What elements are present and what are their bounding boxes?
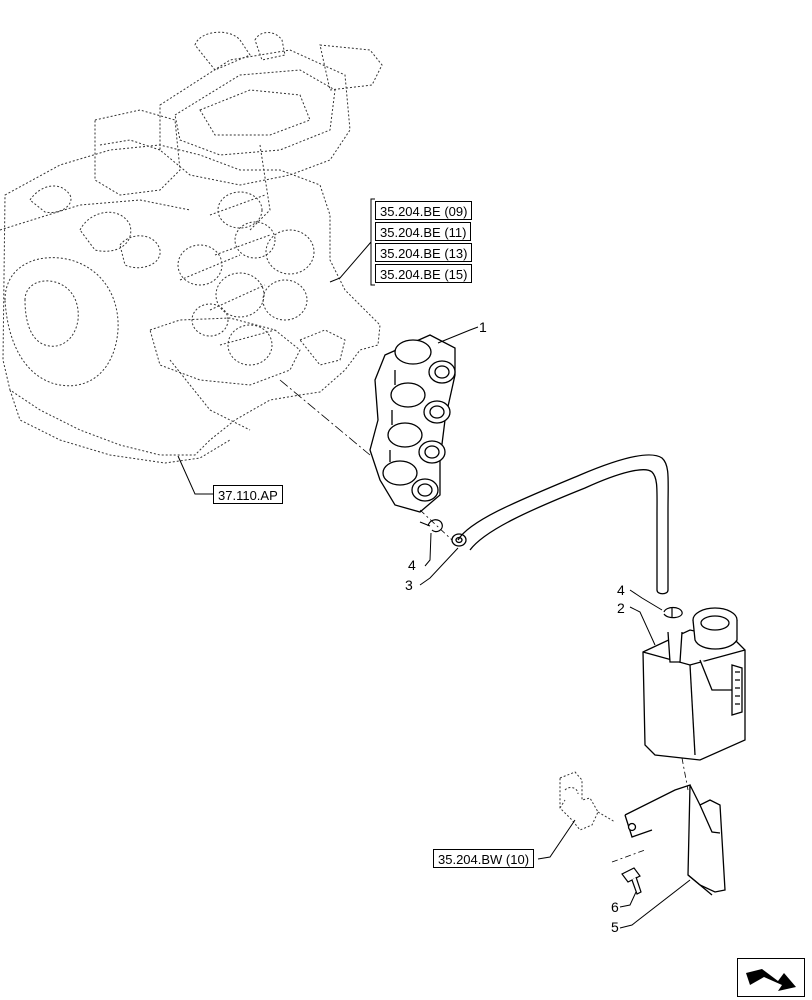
housing-couplers	[177, 191, 315, 366]
callout-5: 5	[611, 919, 619, 935]
mounting-bracket-part	[624, 784, 726, 896]
ref-35-204-be-13[interactable]: 35.204.BE (13)	[375, 243, 473, 262]
hose-clip-part	[419, 519, 443, 533]
callout-1-leader	[437, 326, 479, 344]
callout-4b-leader	[629, 589, 663, 611]
callout-3: 3	[405, 577, 413, 593]
ref-35-204-be-11[interactable]: 35.204.BE (11)	[375, 222, 472, 241]
ref-37-110-ap[interactable]: 37.110.AP	[213, 485, 283, 504]
alignment-line-3	[681, 757, 689, 791]
bw-ref-leader	[537, 819, 576, 860]
transmission-housing	[0, 31, 383, 464]
callout-6-leader	[619, 891, 637, 908]
callout-4a-leader	[424, 532, 432, 567]
alignment-line-4	[611, 849, 646, 863]
support-bracket-reference	[559, 771, 616, 831]
callout-1: 1	[479, 319, 487, 335]
callout-4-clip: 4	[408, 557, 416, 573]
ref-35-204-be-09[interactable]: 35.204.BE (09)	[375, 201, 473, 220]
drain-hose-part	[451, 454, 669, 595]
next-page-button[interactable]	[737, 958, 805, 997]
ref-35-204-bw-10[interactable]: 35.204.BW (10)	[433, 849, 535, 868]
callout-2-leader	[629, 606, 656, 646]
callout-4-reservoir-clip: 4	[617, 582, 625, 598]
reservoir-clip-part	[663, 606, 683, 619]
callout-5-leader	[619, 879, 691, 929]
reservoir-part	[642, 607, 746, 761]
ref-35-204-be-15[interactable]: 35.204.BE (15)	[375, 264, 473, 283]
next-page-arrow-icon	[746, 969, 796, 991]
be-ref-leader	[329, 198, 375, 286]
callout-2: 2	[617, 600, 625, 616]
callout-3-leader	[419, 547, 459, 586]
alignment-line-2	[419, 509, 453, 541]
coupler-block-part	[369, 334, 456, 513]
ap-ref-leader	[177, 455, 213, 495]
alignment-line-1	[279, 379, 371, 456]
callout-6: 6	[611, 899, 619, 915]
bolt-part	[621, 867, 642, 895]
